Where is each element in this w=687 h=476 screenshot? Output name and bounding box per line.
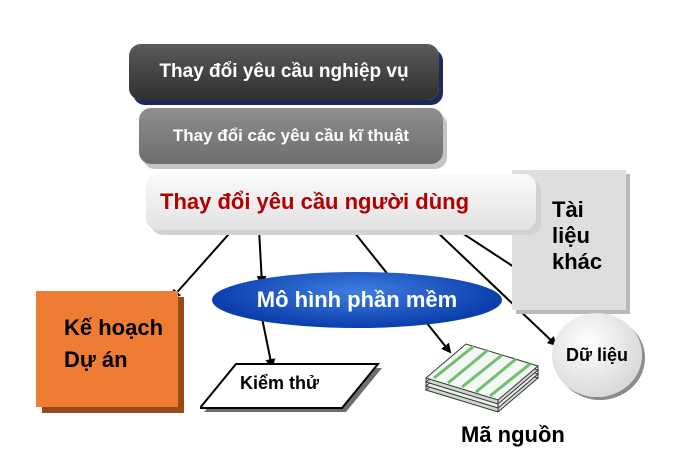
arrow-to-testing [261, 317, 276, 369]
other-documents-line-3: khác [552, 249, 603, 274]
other-documents-line-2: liệu [552, 223, 590, 248]
arrow-to-project-plan [170, 225, 237, 300]
testing-label: Kiểm thử [240, 373, 320, 393]
data-label: Dữ liệu [565, 344, 629, 365]
technical-requirements-label: Thay đổi các yêu cầu kĩ thuật [172, 126, 410, 145]
data-circle: Dữ liệu [552, 313, 642, 397]
arrow-to-data [433, 228, 558, 347]
testing-parallelogram [200, 363, 382, 412]
source-code-label: Mã nguồn [461, 422, 565, 447]
business-requirements-label: Thay đổi yêu cầu nghiệp vụ [159, 61, 409, 82]
project-plan-line-1: Kế hoạch [64, 315, 164, 340]
user-requirements-label: Thay đổi yêu cầu người dùng [160, 189, 470, 214]
technical-requirements-box: Thay đổi các yêu cầu kĩ thuật [139, 108, 443, 164]
arrow-to-software-model [256, 228, 267, 286]
business-requirements-box: Thay đổi yêu cầu nghiệp vụ [129, 44, 439, 100]
source-code-paper-stack-icon [424, 343, 540, 413]
project-plan-box: Kế hoạch Dự án [36, 291, 178, 407]
user-requirements-box: Thay đổi yêu cầu người dùng [146, 174, 536, 230]
paper-stack-layers [424, 343, 540, 413]
software-model-label: Mô hình phần mềm [256, 287, 458, 312]
project-plan-line-2: Dự án [64, 347, 128, 372]
software-model-ellipse: Mô hình phần mềm [212, 272, 502, 328]
other-documents-line-1: Tài [552, 197, 584, 222]
